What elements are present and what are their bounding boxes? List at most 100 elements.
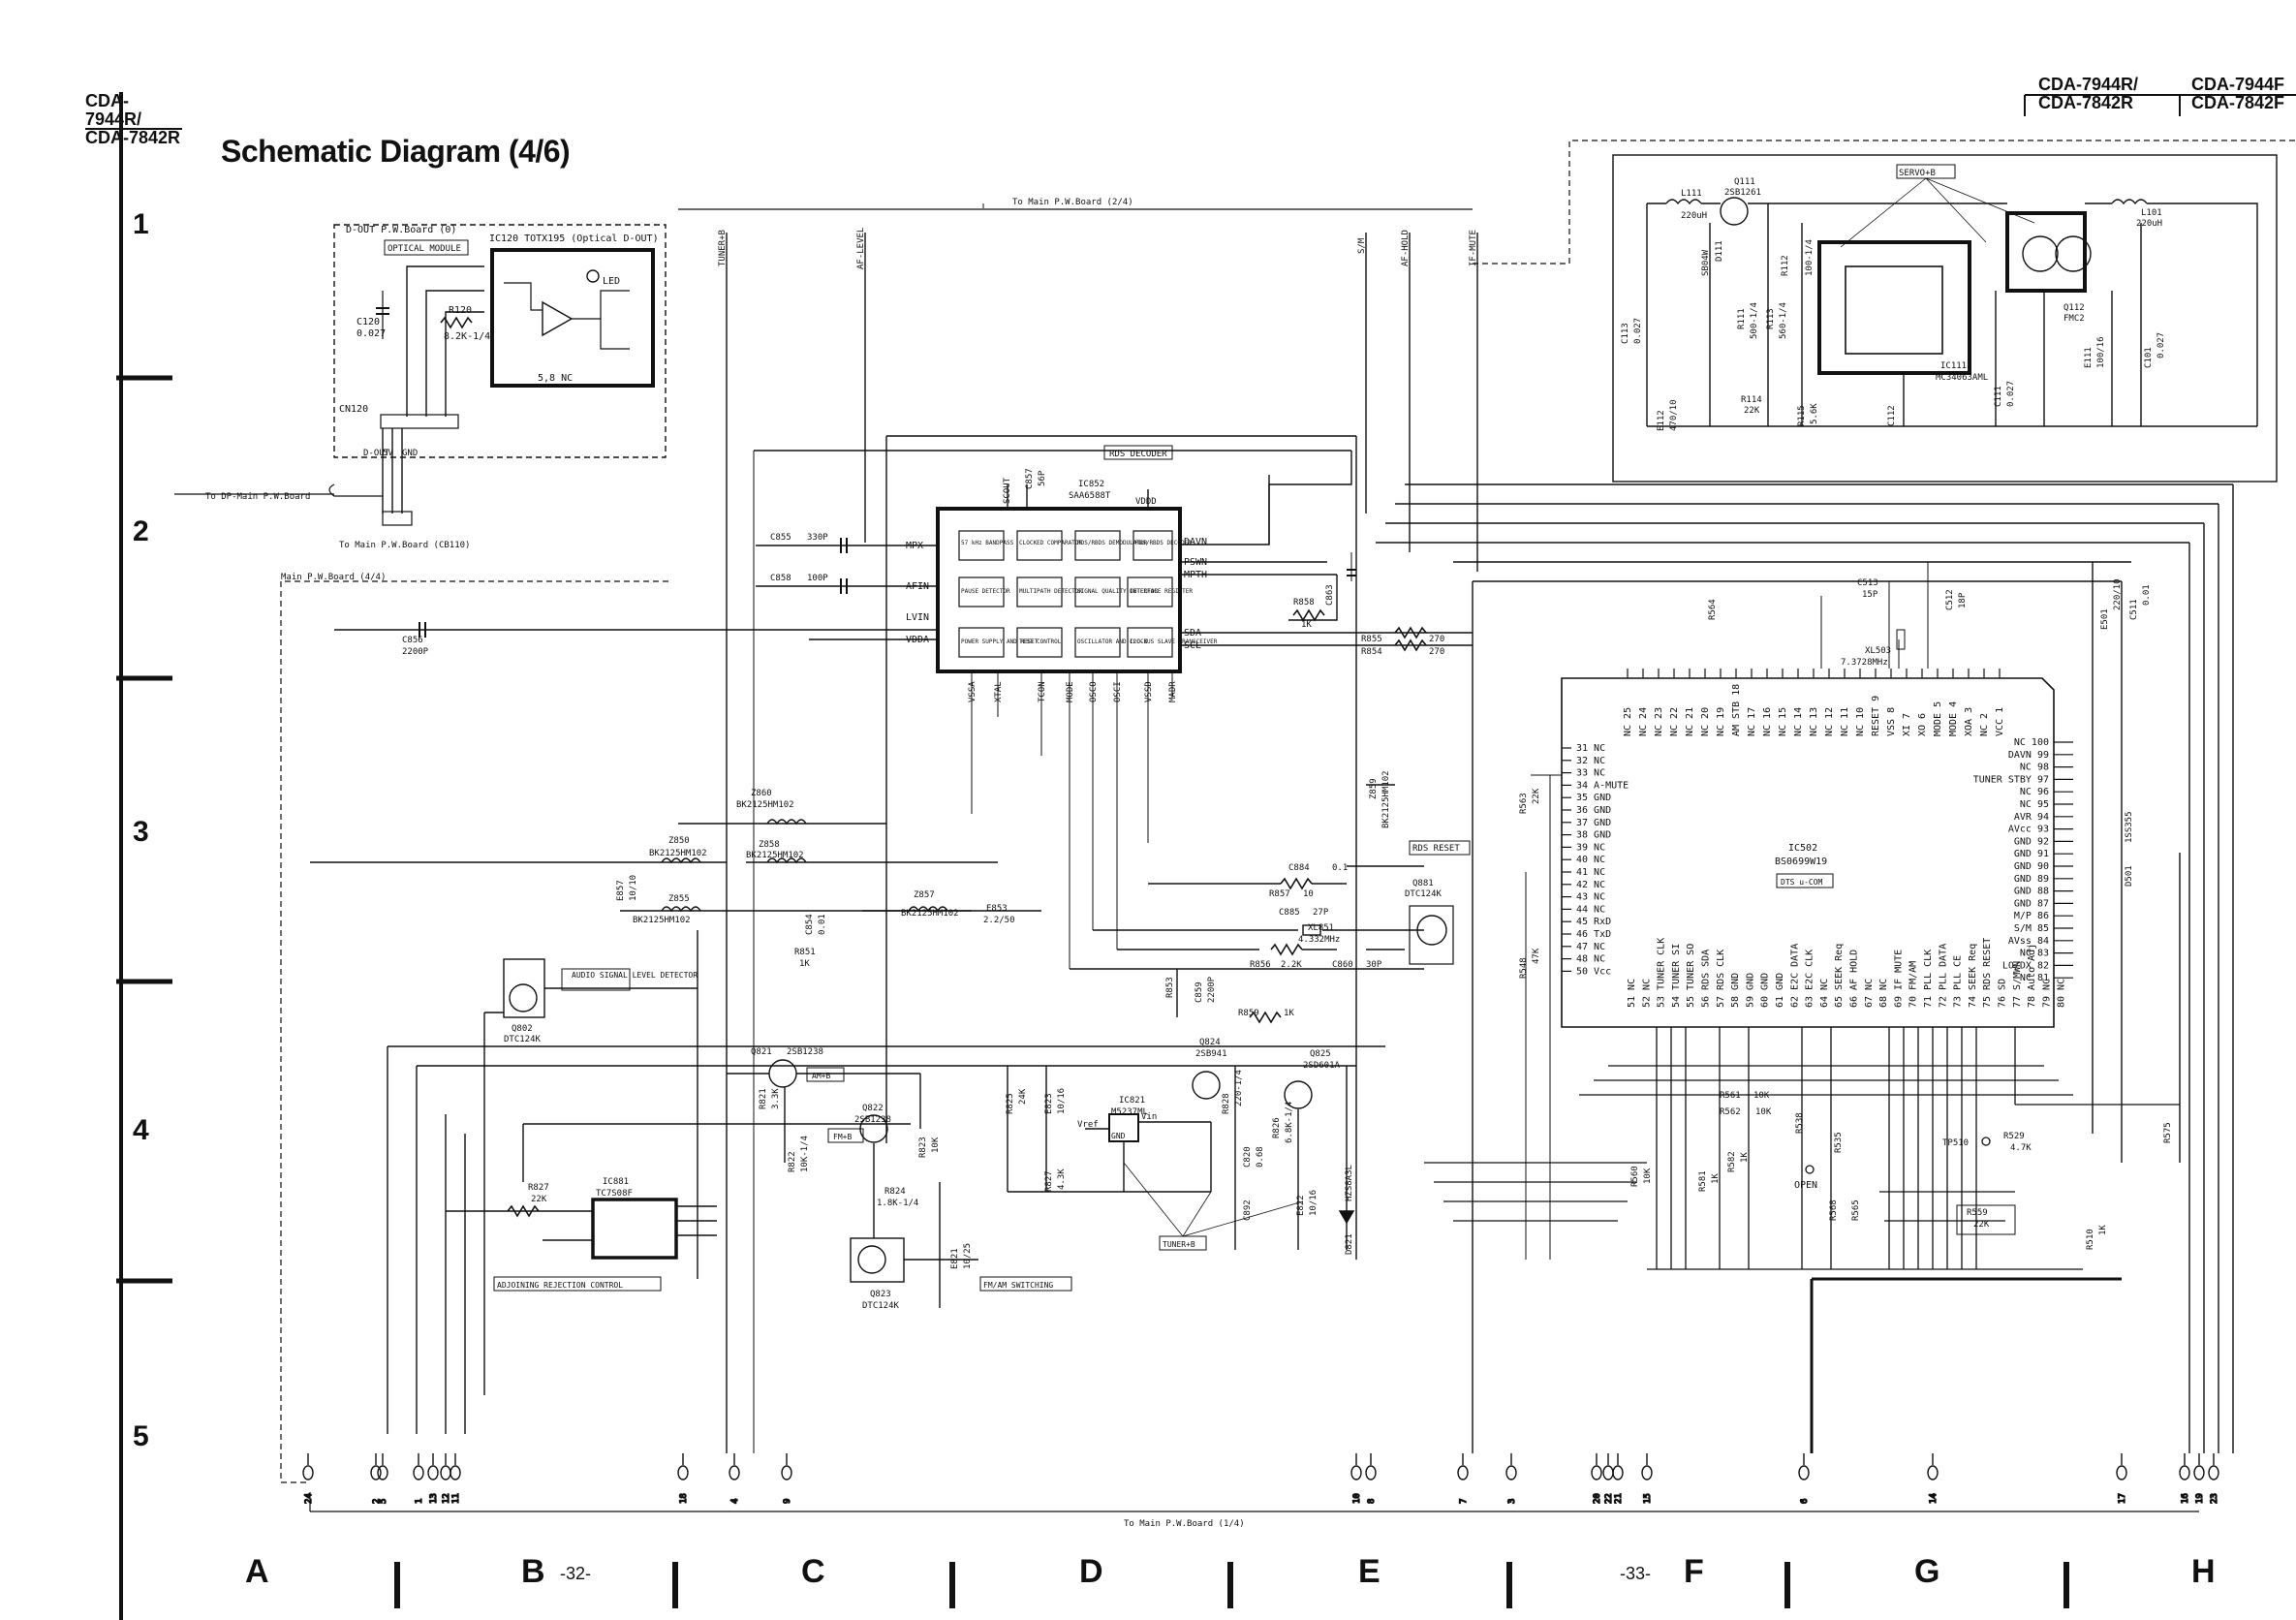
connector-number: 16 bbox=[2181, 1493, 2190, 1504]
label-ic502: IC502 bbox=[1788, 843, 1817, 854]
value-l111: 220uH bbox=[1681, 211, 1707, 221]
label-open: OPEN bbox=[1794, 1180, 1817, 1191]
label-ic881: IC881 bbox=[603, 1177, 629, 1187]
label-r559: R559 bbox=[1967, 1208, 1988, 1218]
label-r828: R828 bbox=[1222, 1093, 1231, 1114]
ic502-pin: 35 GND bbox=[1576, 793, 1611, 803]
port-s-m: S/M bbox=[1357, 237, 1367, 254]
ic502-pin: VSS 8 bbox=[1886, 707, 1897, 736]
label-e501: E501 bbox=[2100, 608, 2110, 630]
label-cn120: CN120 bbox=[339, 404, 368, 415]
value-c120: 0.027 bbox=[357, 328, 386, 339]
value-e823: 10/16 bbox=[1057, 1088, 1067, 1114]
value-c820: 0.68 bbox=[1256, 1146, 1265, 1168]
connector-port bbox=[2116, 1465, 2127, 1480]
value-r823: 10K bbox=[931, 1137, 941, 1153]
ic502-pin: 58 GND bbox=[1730, 973, 1741, 1008]
label-optical-module: OPTICAL MODULE bbox=[388, 244, 461, 254]
ic502-pin: 65 SEEK Req bbox=[1834, 944, 1845, 1008]
value-r581: 1K bbox=[1711, 1173, 1721, 1184]
value-q822: 2SB1238 bbox=[854, 1115, 891, 1125]
ic502-pin: NC 95 bbox=[2020, 799, 2049, 810]
connector-number: 15 bbox=[1643, 1493, 1653, 1504]
label-r853: R853 bbox=[1165, 977, 1175, 998]
ic502-pin: 66 AF HOLD bbox=[1849, 950, 1860, 1008]
value-ic881: TC7S08F bbox=[596, 1189, 633, 1199]
value-q802: DTC124K bbox=[504, 1035, 542, 1044]
value-r824: 1.8K-1/4 bbox=[877, 1199, 918, 1208]
label-r564: R564 bbox=[1708, 599, 1718, 620]
column-label-f: F bbox=[1684, 1553, 1704, 1590]
label-c101: C101 bbox=[2144, 347, 2154, 368]
ic502-pin: 42 NC bbox=[1576, 880, 1605, 890]
value-e821: 10/25 bbox=[963, 1243, 973, 1269]
label-r859: R859 bbox=[1238, 1009, 1259, 1018]
value-r548: 47K bbox=[1532, 948, 1541, 964]
value-r114: 22K bbox=[1744, 406, 1760, 416]
model-line: CDA-7842R bbox=[2038, 93, 2134, 112]
main-board-boundary bbox=[280, 140, 2296, 1483]
ic852-block: CLOCKED COMPARATOR bbox=[1019, 540, 1082, 546]
label-c111: C111 bbox=[1994, 386, 2003, 407]
connector-port bbox=[1457, 1465, 1469, 1480]
label-ic120-nc: 5,8 NC bbox=[538, 373, 573, 384]
value-r828: 220-1/4 bbox=[1234, 1070, 1244, 1106]
servo-supply-block bbox=[1612, 154, 2278, 483]
label-q823: Q823 bbox=[870, 1290, 891, 1299]
value-r113: 560-1/4 bbox=[1779, 302, 1788, 339]
label-r529: R529 bbox=[2003, 1132, 2025, 1141]
label-l111: L111 bbox=[1681, 189, 1702, 199]
label-z860: Z860 bbox=[751, 789, 772, 798]
label-c120: C120 bbox=[357, 317, 380, 327]
connector-port bbox=[2208, 1465, 2219, 1480]
connector-number: 10 bbox=[1352, 1493, 1362, 1504]
ic502-pin: 78 Auto Adj bbox=[2027, 944, 2037, 1008]
label-rds-reset: RDS RESET bbox=[1412, 844, 1460, 854]
value-r857: 10 bbox=[1303, 889, 1314, 899]
value-z859: BK2125HM102 bbox=[1381, 770, 1391, 828]
ic852-pin: XTAL bbox=[994, 681, 1004, 702]
ic502-pin: 72 PLL DATA bbox=[1938, 944, 1948, 1008]
ic852-pin: OSCO bbox=[1089, 681, 1099, 702]
label-am-b: AM+B bbox=[812, 1072, 830, 1080]
value-q111: 2SB1261 bbox=[1724, 188, 1761, 198]
label-r111: R111 bbox=[1737, 308, 1747, 329]
label-r560: R560 bbox=[1630, 1166, 1640, 1187]
label-r563: R563 bbox=[1519, 793, 1529, 814]
ic852-block: 57 kHz BANDPASS bbox=[961, 540, 1014, 546]
connector-port bbox=[1641, 1465, 1653, 1480]
column-label-h: H bbox=[2191, 1553, 2216, 1590]
connector-port bbox=[413, 1465, 424, 1480]
label-c885: C885 bbox=[1279, 908, 1300, 918]
label-c513: C513 bbox=[1857, 578, 1878, 588]
model-label-right-a: CDA-7944R/ CDA-7842R bbox=[2038, 76, 2174, 112]
value-l101: 220uH bbox=[2136, 219, 2162, 229]
value-ic111: MC34063AML bbox=[1936, 373, 1988, 383]
label-z857: Z857 bbox=[914, 890, 935, 900]
value-q824: 2SB941 bbox=[1195, 1049, 1227, 1059]
label-r821: R821 bbox=[759, 1088, 768, 1109]
value-r827b: 4.3K bbox=[1057, 1168, 1067, 1190]
label-l101: L101 bbox=[2141, 208, 2162, 218]
value-r826: 6.8K-1/4 bbox=[1285, 1102, 1294, 1143]
ic502-pin: 67 NC bbox=[1864, 979, 1875, 1008]
label-to-main-cb110: To Main P.W.Board (CB110) bbox=[339, 541, 470, 550]
model-line: CDA-7944F bbox=[2191, 76, 2285, 94]
label-q821: Q821 bbox=[751, 1047, 772, 1057]
ic852-pin: MODE bbox=[1066, 681, 1075, 702]
connector-port bbox=[370, 1465, 382, 1480]
ic502-pin: 48 NC bbox=[1576, 954, 1605, 965]
ic502-pin: 77 S/MWN bbox=[2012, 961, 2023, 1008]
ic502-pin: 53 TUNER CLK bbox=[1657, 938, 1667, 1008]
ic502-pin: 50 Vcc bbox=[1576, 966, 1611, 977]
value-r854: 270 bbox=[1429, 647, 1444, 657]
ic502-pin: 74 SEEK Req bbox=[1968, 944, 1978, 1008]
ic502-pin: 63 E2C CLK bbox=[1805, 950, 1815, 1008]
label-r565: R565 bbox=[1851, 1199, 1861, 1221]
row-label-2: 2 bbox=[133, 515, 149, 547]
value-q821: 2SB1238 bbox=[787, 1047, 823, 1057]
label-r827b: R827 bbox=[1044, 1170, 1054, 1192]
ic852-left-pins: MPX AFIN LVIN VDDA bbox=[906, 541, 929, 645]
